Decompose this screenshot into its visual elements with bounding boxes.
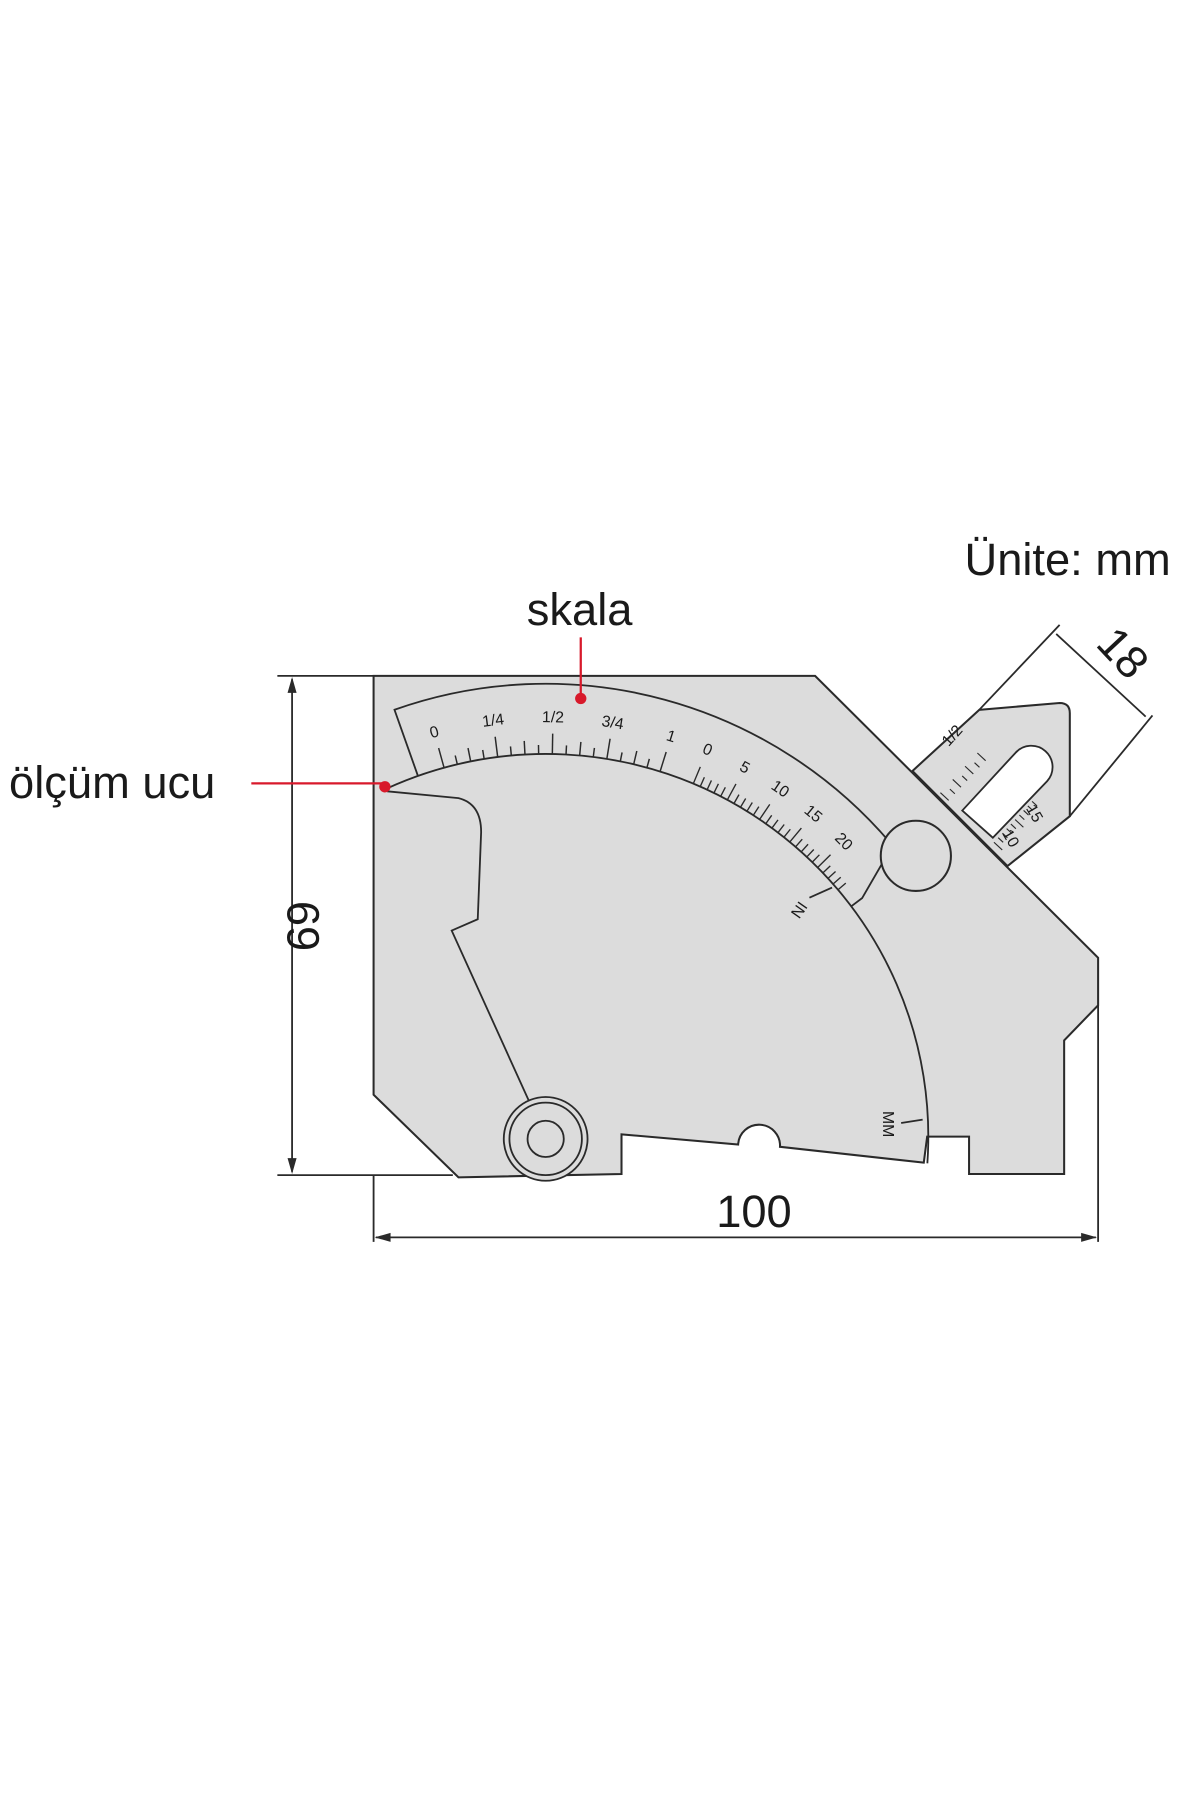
pivot-bush bbox=[502, 1096, 589, 1182]
tab-tick bbox=[1014, 819, 1024, 828]
mm-tick bbox=[759, 803, 771, 820]
mm-tick bbox=[746, 802, 753, 812]
tab-tick bbox=[961, 775, 968, 781]
mm-tick bbox=[771, 819, 779, 829]
inch-scale-label: 1/2 bbox=[542, 709, 564, 726]
inch-scale-label: 1/4 bbox=[481, 711, 505, 731]
tab-tick bbox=[1018, 814, 1025, 821]
mm-tick bbox=[699, 776, 705, 787]
inch-tick bbox=[619, 752, 623, 762]
tip-callout-dot bbox=[379, 781, 391, 793]
mm-tick bbox=[713, 783, 720, 794]
quadrant-cutout bbox=[387, 790, 530, 1101]
width-dimension-label: 100 bbox=[716, 1186, 792, 1237]
inch-tick bbox=[481, 749, 485, 760]
mm-tick bbox=[811, 854, 820, 863]
inch-tick bbox=[659, 751, 667, 772]
mm-tick bbox=[720, 786, 726, 797]
tab-tick bbox=[949, 788, 956, 795]
mm-tick bbox=[777, 824, 785, 833]
scale-callout-label: skala bbox=[527, 584, 633, 635]
mm-tick bbox=[706, 780, 713, 790]
mm-tick bbox=[739, 798, 747, 808]
tab-tick bbox=[1006, 828, 1013, 834]
tab-tick bbox=[993, 841, 1003, 851]
tab-label-15: 15 bbox=[1022, 802, 1046, 826]
inch-tick bbox=[606, 738, 611, 760]
mm-tick bbox=[806, 849, 815, 858]
dimension-18: 18 bbox=[978, 617, 1159, 817]
mm-marker-label: MM bbox=[879, 1111, 896, 1137]
tab-label-10: 10 bbox=[998, 827, 1022, 851]
mm-tick bbox=[827, 871, 837, 879]
tab-tick bbox=[1031, 800, 1038, 807]
tab-tick bbox=[1023, 810, 1029, 816]
tip-callout-label: ölçüm ucu bbox=[9, 757, 215, 808]
tab-tick bbox=[964, 765, 974, 775]
inch-tick bbox=[494, 736, 499, 758]
inch-tick bbox=[523, 740, 526, 755]
scale-band bbox=[393, 682, 894, 908]
mm-tick bbox=[800, 843, 809, 853]
scale-callout-dot bbox=[575, 692, 587, 705]
sliding-tab: 1/2 15 10 bbox=[910, 701, 1071, 868]
dimension-69: 69 bbox=[277, 674, 453, 1176]
mm-tick bbox=[692, 766, 701, 784]
tab-tick bbox=[952, 779, 962, 788]
inch-tick bbox=[509, 746, 513, 756]
inch-tick bbox=[592, 747, 596, 758]
tab-tick bbox=[974, 762, 980, 768]
tab-width-dimension-label: 18 bbox=[1087, 617, 1159, 689]
unit-label: Ünite: mm bbox=[965, 534, 1171, 585]
tab-tick bbox=[997, 837, 1004, 843]
inch-tick bbox=[467, 747, 472, 762]
height-dimension-label: 69 bbox=[278, 901, 329, 951]
mm-tick bbox=[765, 814, 773, 825]
mm-tick bbox=[795, 838, 803, 848]
dimension-100: 100 bbox=[372, 1005, 1100, 1242]
mm-tick bbox=[733, 794, 740, 804]
inch-tick bbox=[632, 750, 638, 765]
tab-tick bbox=[1027, 805, 1034, 811]
mm-tick bbox=[752, 806, 760, 816]
gauge-body bbox=[372, 674, 1100, 1179]
mm-tick bbox=[789, 827, 802, 843]
lock-knob bbox=[879, 819, 952, 892]
inch-tick bbox=[646, 758, 651, 768]
tab-tick bbox=[1002, 832, 1008, 839]
scale-ticks bbox=[437, 733, 847, 891]
mm-tick bbox=[817, 854, 831, 868]
inch-tick bbox=[437, 747, 445, 768]
inch-scale-label: 3/4 bbox=[600, 713, 625, 733]
mm-tick bbox=[726, 783, 737, 801]
mm-tick bbox=[832, 876, 842, 885]
tab-tick bbox=[1010, 823, 1017, 830]
inch-tick bbox=[454, 755, 459, 765]
tab-tick bbox=[940, 792, 950, 801]
inch-tick bbox=[578, 741, 582, 756]
mm-tick bbox=[822, 865, 831, 874]
mm-tick bbox=[783, 828, 791, 838]
mm-tick bbox=[837, 882, 847, 891]
quadrant-arc bbox=[386, 753, 930, 1164]
tab-tick bbox=[976, 752, 987, 762]
